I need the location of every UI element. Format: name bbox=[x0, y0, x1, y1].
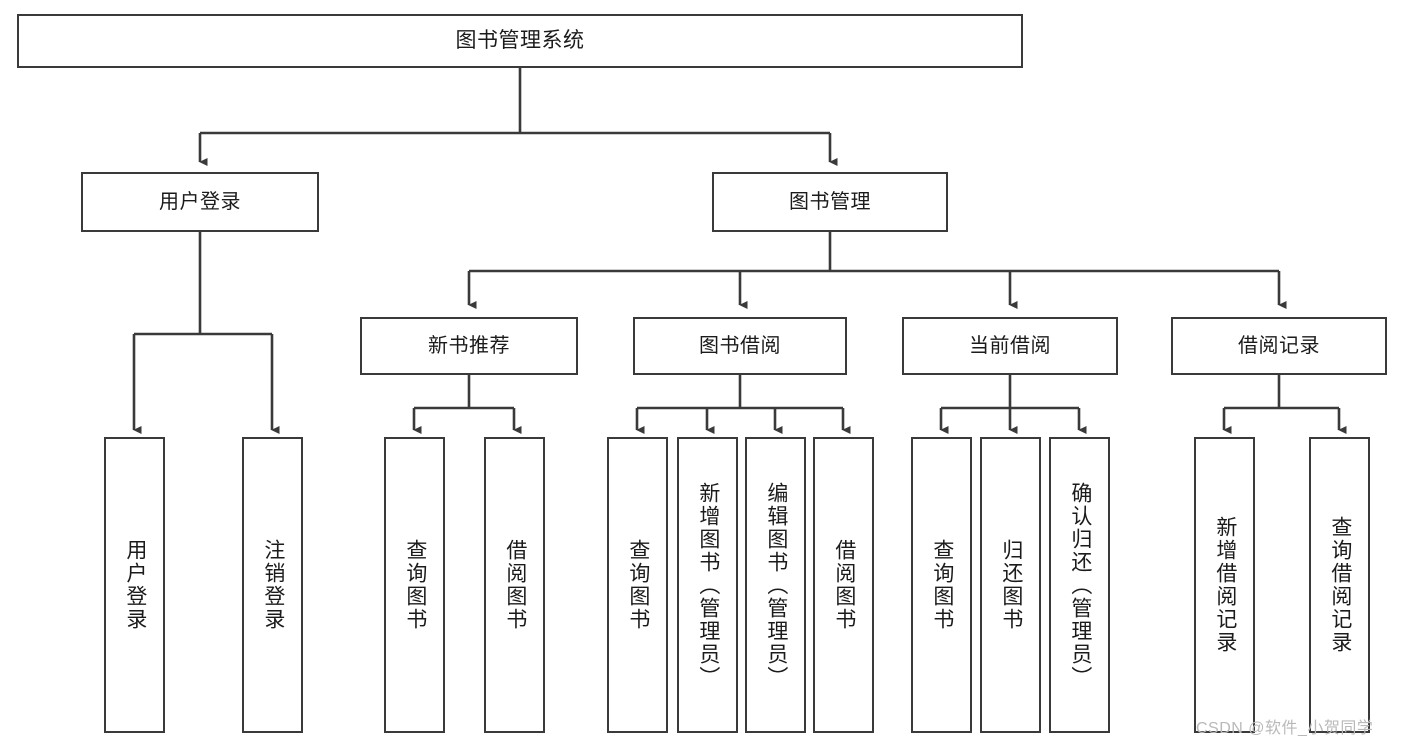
node-label: 图书借阅 bbox=[699, 334, 781, 357]
node-new-book-recommend[interactable]: 新书推荐 bbox=[360, 317, 578, 375]
leaf-query-borrow-record[interactable]: 查询借阅记录 bbox=[1309, 437, 1370, 733]
node-label: 新书推荐 bbox=[428, 334, 510, 357]
node-label: 用户登录 bbox=[159, 190, 241, 213]
node-label: 借阅记录 bbox=[1238, 334, 1320, 357]
node-borrow-record[interactable]: 借阅记录 bbox=[1171, 317, 1387, 375]
leaf-add-borrow-record[interactable]: 新增借阅记录 bbox=[1194, 437, 1255, 733]
node-book-management[interactable]: 图书管理 bbox=[712, 172, 948, 232]
watermark-csdn: CSDN @软件_小贺同学 bbox=[1196, 720, 1374, 737]
leaf-return-book[interactable]: 归还图书 bbox=[980, 437, 1041, 733]
node-label: 新增借阅记录 bbox=[1213, 516, 1237, 654]
node-label: 图书管理系统 bbox=[455, 28, 585, 52]
node-label: 查询图书 bbox=[403, 539, 427, 631]
leaf-edit-book-admin[interactable]: 编辑图书（管理员） bbox=[745, 437, 806, 733]
leaf-borrow-book-recommend[interactable]: 借阅图书 bbox=[484, 437, 545, 733]
node-user-login[interactable]: 用户登录 bbox=[81, 172, 319, 232]
leaf-query-book-current[interactable]: 查询图书 bbox=[911, 437, 972, 733]
node-label: 归还图书 bbox=[999, 539, 1023, 631]
node-label: 借阅图书 bbox=[832, 539, 856, 631]
node-label: 新增图书（管理员） bbox=[696, 481, 720, 689]
node-label: 查询借阅记录 bbox=[1328, 516, 1352, 654]
leaf-query-book-borrow[interactable]: 查询图书 bbox=[607, 437, 668, 733]
leaf-borrow-book[interactable]: 借阅图书 bbox=[813, 437, 874, 733]
leaf-confirm-return-admin[interactable]: 确认归还（管理员） bbox=[1049, 437, 1110, 733]
node-label: 图书管理 bbox=[789, 190, 871, 213]
node-book-borrow[interactable]: 图书借阅 bbox=[633, 317, 847, 375]
node-label: 当前借阅 bbox=[969, 334, 1051, 357]
leaf-add-book-admin[interactable]: 新增图书（管理员） bbox=[677, 437, 738, 733]
leaf-user-login[interactable]: 用户登录 bbox=[104, 437, 165, 733]
node-label: 注销登录 bbox=[261, 539, 285, 631]
node-current-borrow[interactable]: 当前借阅 bbox=[902, 317, 1118, 375]
node-label: 查询图书 bbox=[930, 539, 954, 631]
leaf-query-book-recommend[interactable]: 查询图书 bbox=[384, 437, 445, 733]
node-label: 编辑图书（管理员） bbox=[764, 481, 788, 689]
node-label: 借阅图书 bbox=[503, 539, 527, 631]
leaf-logout-login[interactable]: 注销登录 bbox=[242, 437, 303, 733]
node-label: 用户登录 bbox=[123, 539, 147, 631]
node-label: 查询图书 bbox=[626, 539, 650, 631]
node-root-system[interactable]: 图书管理系统 bbox=[17, 14, 1023, 68]
node-label: 确认归还（管理员） bbox=[1068, 481, 1092, 689]
